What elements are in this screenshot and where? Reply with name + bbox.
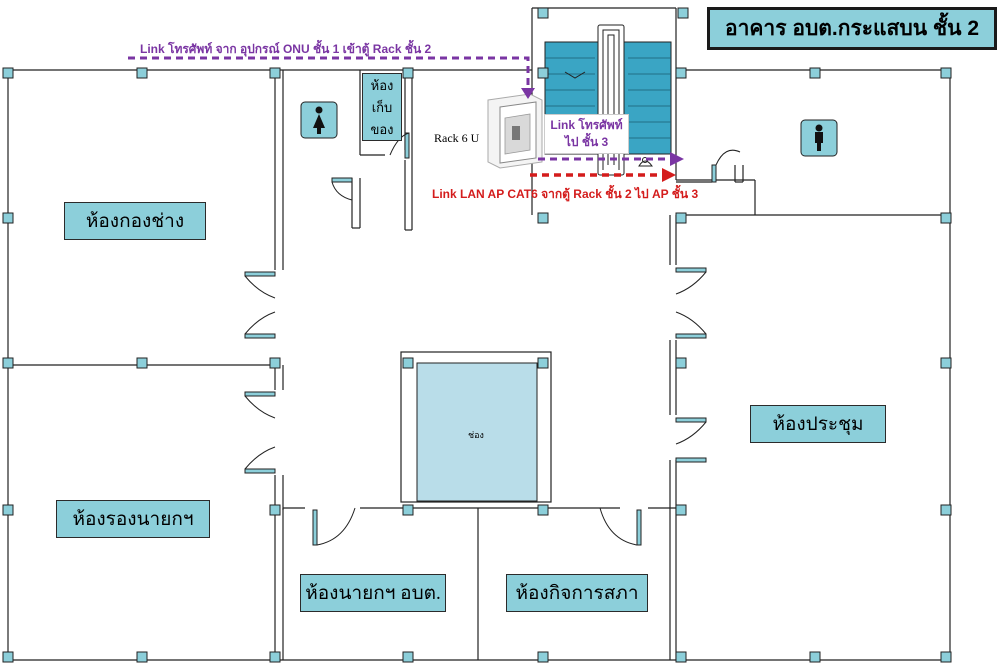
phone-link-to-floor3-note: Link โทรศัพท์ ไป ชั้น 3 — [544, 114, 629, 154]
page-title: อาคาร อบต.กระแสบน ชั้น 2 — [707, 7, 997, 50]
storage-room-label: ห้อง เก็บ ของ — [362, 73, 402, 141]
lan-link-ap-note: Link LAN AP CAT6 จากตู้ Rack ชั้น 2 ไป A… — [432, 187, 699, 201]
room-label-mayor: ห้องนายกฯ อบต. — [300, 574, 446, 612]
void-label: ช่อง — [468, 430, 484, 440]
room-label-meeting: ห้องประชุม — [750, 405, 886, 443]
storage-label-line-2: เก็บ — [371, 100, 393, 115]
rack-cabinet-icon — [487, 93, 543, 169]
columns — [2, 7, 952, 663]
phone-link-from-onu-note: Link โทรศัพท์ จาก อุปกรณ์ ONU ชั้น 1 เข้… — [140, 42, 432, 56]
woman-icon — [300, 101, 338, 139]
phone-link-from-onu — [128, 56, 535, 99]
doors — [244, 132, 741, 546]
room-label-deputy-mayor: ห้องรองนายกฯ — [56, 500, 210, 538]
lan-link-ap — [530, 168, 676, 182]
phone-link-to-floor3-line-2: ไป ชั้น 3 — [564, 135, 609, 149]
rack-label: Rack 6 U — [434, 131, 480, 145]
man-icon — [800, 119, 838, 157]
phone-link-to-floor3 — [538, 152, 684, 166]
void-shaft — [400, 351, 552, 503]
room-label-workshop: ห้องกองช่าง — [64, 202, 206, 240]
room-label-council: ห้องกิจการสภา — [506, 574, 648, 612]
walls — [7, 7, 951, 661]
storage-label-line-3: ของ — [370, 122, 394, 137]
storage-label-line-1: ห้อง — [370, 78, 394, 93]
phone-link-to-floor3-line-1: Link โทรศัพท์ — [550, 118, 623, 132]
